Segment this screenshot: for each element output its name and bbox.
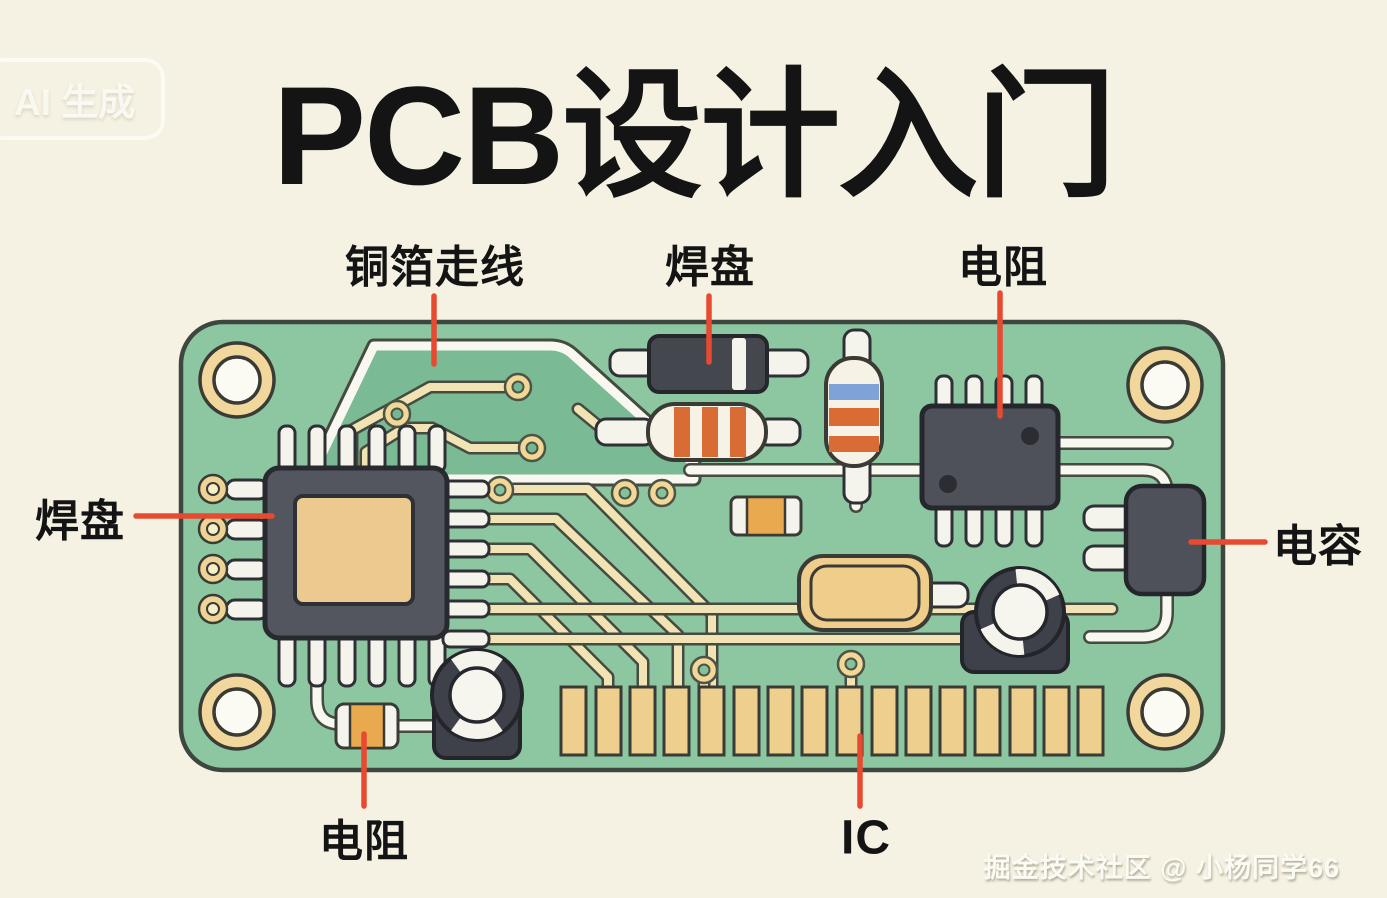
mounting-hole <box>198 673 276 751</box>
solder-pad <box>197 553 270 585</box>
page-title: PCB设计入门 <box>272 57 1117 214</box>
pin1-dot <box>1021 427 1039 445</box>
electrolytic-capacitor-left <box>430 648 524 760</box>
diode-stripe <box>732 338 746 390</box>
leader-lines <box>133 290 1268 809</box>
via-icon <box>503 372 533 402</box>
solder-pad <box>197 593 270 625</box>
mounting-hole <box>1126 673 1204 751</box>
mounting-holes <box>198 341 1204 751</box>
via-icon <box>610 478 640 508</box>
ai-generated-watermark: AI 生成 <box>0 58 166 140</box>
label-copper-trace: 铜箔走线 <box>345 243 525 292</box>
qfp-chip <box>262 424 491 688</box>
solder-pad <box>197 513 270 545</box>
crystal-oscillator <box>797 554 970 632</box>
via-icon <box>836 649 866 679</box>
label-pad-left: 焊盘 <box>35 497 125 546</box>
edge-connector-pads <box>559 685 1105 757</box>
label-ic: IC <box>841 811 891 865</box>
via-icon <box>382 399 412 429</box>
label-capacitor-right: 电容 <box>1273 522 1363 571</box>
qfp-inner-die <box>293 494 415 606</box>
resistor-axial-horizontal <box>594 402 802 462</box>
pin1-dot <box>939 475 957 493</box>
mounting-hole <box>198 341 276 419</box>
label-pad-top: 焊盘 <box>665 243 755 292</box>
via-icon <box>647 478 677 508</box>
label-resistor-bottom: 电阻 <box>319 817 409 866</box>
left-solder-pads <box>197 473 270 625</box>
label-resistor-top: 电阻 <box>958 243 1048 292</box>
mounting-hole <box>1126 346 1204 424</box>
soic-chip <box>919 374 1061 548</box>
smd-resistor-mid <box>729 495 803 537</box>
smd-resistor-bottom <box>334 702 400 750</box>
community-watermark: 掘金技术社区 @ 小杨同学66 <box>983 853 1340 883</box>
solder-pad <box>197 473 270 505</box>
via-icon <box>517 433 547 463</box>
via-icon <box>485 475 515 505</box>
via-icon <box>689 655 719 685</box>
electrolytic-capacitor-right <box>960 566 1070 674</box>
resistor-axial-vertical <box>824 328 884 505</box>
